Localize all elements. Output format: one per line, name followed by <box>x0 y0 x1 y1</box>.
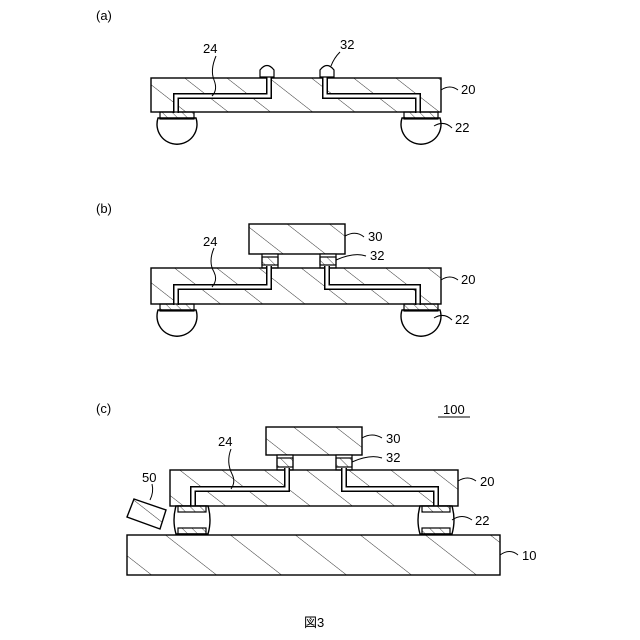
solder-balls-22 <box>157 304 441 336</box>
solder-joints-22 <box>174 506 454 534</box>
ref-30: 30 <box>386 431 400 446</box>
ref-22: 22 <box>475 513 489 528</box>
panel-label: (a) <box>96 8 112 23</box>
ref-30: 30 <box>368 229 382 244</box>
ref-20: 20 <box>461 82 475 97</box>
panel-b: (b) 30 24 32 <box>96 201 475 336</box>
ref-20: 20 <box>480 474 494 489</box>
figure-caption: 図3 <box>304 615 324 630</box>
ref-24: 24 <box>203 41 217 56</box>
ref-32: 32 <box>386 450 400 465</box>
ref-32: 32 <box>340 37 354 52</box>
ref-24: 24 <box>218 434 232 449</box>
panel-label: (b) <box>96 201 112 216</box>
ref-22: 22 <box>455 312 469 327</box>
ref-100: 100 <box>443 402 465 417</box>
ref-20: 20 <box>461 272 475 287</box>
chip-30 <box>249 224 345 254</box>
solder-balls-22 <box>157 112 441 144</box>
panel-a: (a) 24 32 20 22 <box>96 8 475 144</box>
tool-50 <box>127 499 166 529</box>
ref-24: 24 <box>203 234 217 249</box>
ref-10: 10 <box>522 548 536 563</box>
bumps-32 <box>277 455 352 470</box>
panel-label: (c) <box>96 401 111 416</box>
panel-c: (c) 100 <box>96 401 536 575</box>
board-10 <box>127 535 500 575</box>
ref-32: 32 <box>370 248 384 263</box>
bumps-32 <box>262 254 336 268</box>
chip-30 <box>266 427 362 455</box>
ref-22: 22 <box>455 120 469 135</box>
ref-50: 50 <box>142 470 156 485</box>
bumps-32 <box>260 66 334 78</box>
